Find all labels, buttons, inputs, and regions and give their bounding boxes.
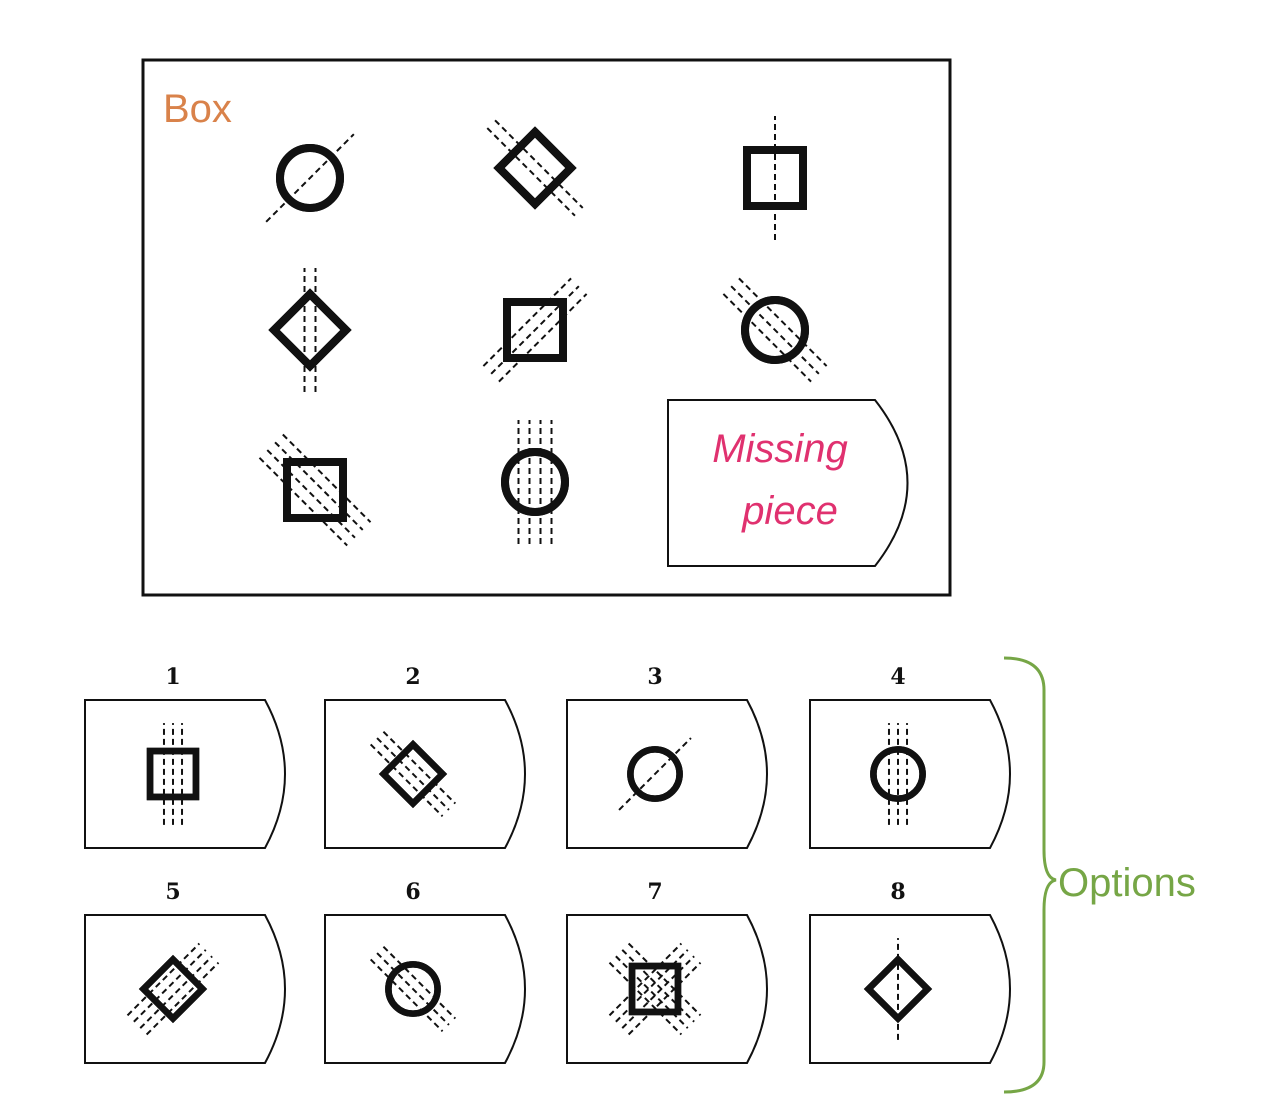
dashed-line xyxy=(738,277,828,367)
options-bracket xyxy=(1003,656,1057,1094)
dashed-line xyxy=(382,945,457,1020)
dashed-line xyxy=(627,942,702,1017)
diamond-outline xyxy=(493,126,577,210)
missing-piece-label-line2: piece xyxy=(741,489,838,533)
option-card-7[interactable]: 7 xyxy=(566,879,768,1064)
dashed-line xyxy=(126,942,201,1017)
circle-outline xyxy=(385,961,441,1017)
dashed-line xyxy=(608,961,683,1036)
dashed-line xyxy=(615,949,689,1023)
diamond-figure xyxy=(126,942,220,1036)
diamond-outline xyxy=(138,954,208,1024)
square-outline xyxy=(283,458,347,522)
dashed-line xyxy=(486,127,576,217)
dashed-line xyxy=(376,737,450,811)
circle-figure xyxy=(501,420,569,544)
dashed-line xyxy=(482,277,572,367)
option-number: 4 xyxy=(890,664,905,690)
box-cells xyxy=(258,116,828,547)
circle-outline xyxy=(741,296,809,364)
diamond-shape xyxy=(493,126,577,210)
dashed-line xyxy=(615,955,689,1029)
dashed-line xyxy=(145,961,220,1036)
option-number: 3 xyxy=(647,664,662,690)
circle-outline xyxy=(501,448,569,516)
option-card-5[interactable]: 5 xyxy=(84,879,286,1064)
diamond-figure xyxy=(268,268,352,392)
circle-outline xyxy=(870,746,926,802)
puzzle-box xyxy=(141,58,952,597)
square-figure xyxy=(608,942,702,1036)
dashed-line xyxy=(608,942,683,1017)
dashed-line xyxy=(498,293,588,383)
square-figure xyxy=(146,723,200,825)
dashed-line xyxy=(139,955,213,1029)
option-number: 2 xyxy=(405,664,420,690)
dashed-line xyxy=(382,730,457,805)
square-outline xyxy=(503,298,567,362)
options-label: Options xyxy=(1058,861,1196,905)
option-number: 7 xyxy=(647,879,662,905)
diamond-figure xyxy=(486,119,584,217)
dashed-line xyxy=(722,293,812,383)
option-card-4[interactable]: 4 xyxy=(809,664,1011,849)
option-number: 6 xyxy=(405,879,420,905)
circle-figure xyxy=(722,277,828,383)
dashed-line xyxy=(282,433,372,523)
square-shape xyxy=(628,962,682,1016)
dashed-line xyxy=(266,449,356,539)
square-outline xyxy=(146,747,200,801)
dashed-line xyxy=(621,955,695,1029)
diamond-outline xyxy=(378,739,448,809)
box-label: Box xyxy=(163,87,232,131)
dashed-line xyxy=(627,961,702,1036)
option-card-8[interactable]: 8 xyxy=(809,879,1011,1064)
circle-figure xyxy=(369,945,457,1033)
dashed-line xyxy=(494,119,584,209)
circle-figure xyxy=(618,737,692,811)
diamond-outline xyxy=(268,288,352,372)
dashed-line xyxy=(274,441,364,531)
square-figure xyxy=(743,116,807,240)
dashed-line xyxy=(369,958,444,1033)
option-card-2[interactable]: 2 xyxy=(324,664,526,849)
diamond-shape xyxy=(268,288,352,372)
square-outline xyxy=(628,962,682,1016)
circle-outline xyxy=(627,746,683,802)
square-figure xyxy=(258,433,372,547)
option-number: 8 xyxy=(890,879,905,905)
square-shape xyxy=(283,458,347,522)
circle-figure xyxy=(265,133,355,223)
diamond-figure xyxy=(863,938,933,1040)
missing-piece-slot xyxy=(667,399,909,567)
dashed-line xyxy=(265,133,355,223)
missing-piece-label-line1: Missing xyxy=(712,427,848,471)
option-card-3[interactable]: 3 xyxy=(566,664,768,849)
circle-figure xyxy=(870,723,926,825)
dashed-line xyxy=(369,743,444,818)
option-number: 1 xyxy=(165,664,180,690)
option-card-6[interactable]: 6 xyxy=(324,879,526,1064)
options-group: 1 2 3 4 5 6 7 8 xyxy=(84,664,1011,1064)
dashed-line xyxy=(621,949,695,1023)
dashed-line xyxy=(618,737,692,811)
square-outline xyxy=(743,146,807,210)
dashed-line xyxy=(730,285,820,375)
option-card-1[interactable]: 1 xyxy=(84,664,286,849)
square-figure xyxy=(482,277,588,383)
dashed-line xyxy=(133,949,207,1023)
diamond-figure xyxy=(369,730,457,818)
dashed-line xyxy=(376,952,450,1026)
dashed-line xyxy=(258,457,348,547)
circle-outline xyxy=(276,144,344,212)
diamond-outline xyxy=(863,954,933,1024)
option-number: 5 xyxy=(165,879,180,905)
